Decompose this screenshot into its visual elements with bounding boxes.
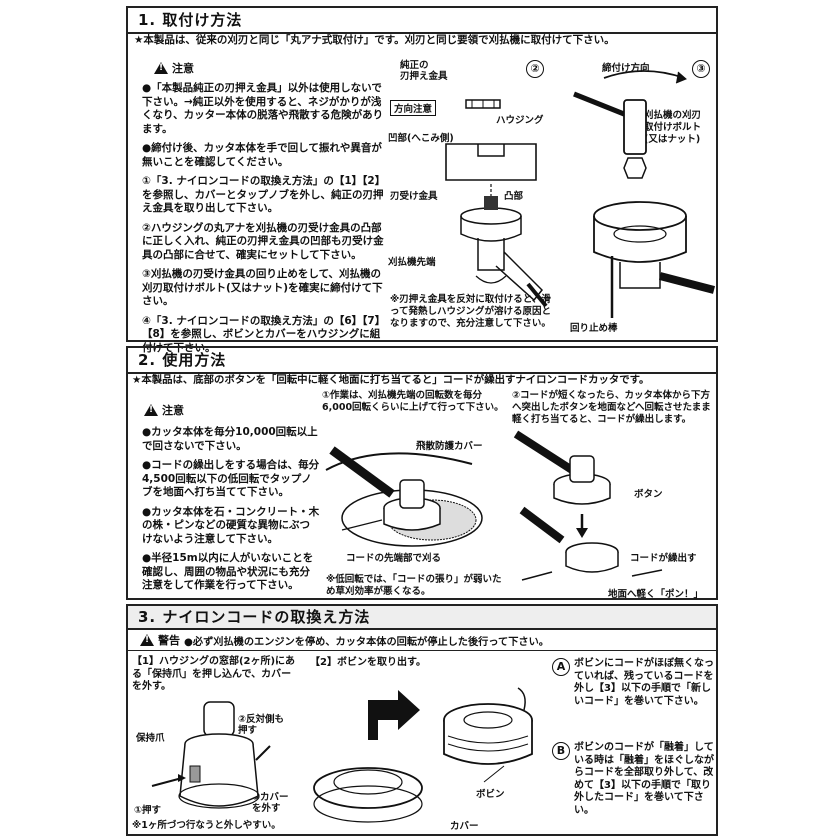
diagram-3-drawing — [573, 70, 716, 318]
replace-step-1-drawing — [151, 701, 271, 809]
replace-step-2-drawing — [313, 687, 533, 823]
caution-text-1: ●「本製品純正の刃押え金具」以外は使用しないで下さい。→純正以外を使用すると、ネ… — [142, 82, 384, 135]
label-push: ①押す — [134, 805, 162, 816]
replace-step-1: 【1】ハウジングの窓部(2ヶ所)にある「保持爪」を押し込んで、カバーを外す。 保… — [130, 654, 302, 834]
section-1-caution: 注意 ●「本製品純正の刃押え金具」以外は使用しないで下さい。→純正以外を使用する… — [142, 60, 390, 361]
section-1-intro: ★本製品は、従来の刈刃と同じ「丸アナ式取付け」です。刈刃と同じ要領で刈払機に取付… — [134, 34, 615, 46]
diagram-3-number: ③ — [692, 60, 710, 78]
label-hauke: 刃受け金具 — [390, 191, 438, 202]
option-a-mark: A — [552, 658, 570, 676]
step-3-text: ③刈払機の刃受け金具の回り止めをして、刈払機の刈刃取付けボルト(又はナット)を確… — [142, 268, 383, 307]
section-3-divider — [128, 650, 716, 651]
label-protect-cover: 飛散防護カバー — [416, 441, 483, 452]
warning-triangle-icon — [154, 62, 168, 74]
label-sentan: 刈払機先端 — [388, 257, 436, 268]
label-tighten-direction: 締付け方向 — [602, 63, 650, 74]
diagram-3: 締付け方向 ③ 刈払機の刈刃 取付けボルト (又はナット) 回り止め棒 — [564, 56, 716, 340]
section-3-warning: 警告 ●必ず刈払機のエンジンを停め、カッタ本体の回転が停止した後行って下さい。 — [140, 632, 549, 648]
section-2: 2. 使用方法 ★本製品は、底部のボタンを「回転中に軽く地面に打ち当てると」コー… — [126, 346, 718, 600]
warning-label: 警告 — [158, 634, 180, 647]
option-b-mark: B — [552, 742, 570, 760]
usage-caution-3: ●カッタ本体を石・コンクリート・木の株・ピンなどの硬質な異物にぶつけないよう注意… — [142, 505, 320, 545]
usage-figure-1-note: ※低回転では、「コードの張り」が弱いため草刈効率が悪くなる。 — [326, 574, 502, 597]
diagram-2: ② 純正の 刃押え金具 方向注意 ハウジング 凹部(へこみ側) 刃受け金具 凸部… — [386, 56, 562, 340]
label-direction-caution: 方向注意 — [390, 100, 437, 116]
label-pin: 回り止め棒 — [570, 323, 618, 334]
section-2-caution: 注意 ●カッタ本体を毎分10,000回転以上で回さないで下さい。 ●コードの繰出… — [142, 402, 320, 599]
warning-text: ●必ず刈払機のエンジンを停め、カッタ本体の回転が停止した後行って下さい。 — [184, 636, 549, 648]
warning-triangle-icon — [140, 634, 154, 646]
usage-caution-4: ●半径15m以内に人がいないことを確認し、周囲の物品や状況にも充分注意をして作業… — [142, 552, 314, 591]
option-b-text: ボビンのコードが「融着」している時は「融着」をほぐしながらコードを全部取り外して… — [574, 742, 714, 816]
step-1-text: ①「3. ナイロンコードの取換え方法」の【1】【2】を参照し、カバーとタップノブ… — [142, 175, 386, 214]
label-cut-tip: コードの先端部で刈る — [346, 553, 442, 564]
caution-header-2: 注意 — [144, 402, 320, 418]
usage-figure-1-drawing — [325, 446, 483, 547]
usage-figure-2-drawing — [513, 430, 663, 581]
option-a: A ボビンにコードがほぼ無くなっていれば、残っているコードを外し【3】以下の手順… — [552, 658, 716, 708]
section-1: 1. 取付け方法 ★本製品は、従来の刈刃と同じ「丸アナ式取付け」です。刈刃と同じ… — [126, 6, 718, 354]
usage-figure-2: ②コードが短くなったら、カッタ本体から下方へ突出したボタンを地面などへ回転させた… — [512, 390, 716, 600]
step-4-text: ④「3. ナイロンコードの取換え方法」の【6】【7】【8】を参照し、ボビンとカバ… — [142, 314, 386, 354]
usage-figure-2-text: ②コードが短くなったら、カッタ本体から下方へ突出したボタンを地面などへ回転させた… — [512, 390, 711, 425]
diagram-2-note: ※刃押え金具を反対に取付けると、滑って発熱しハウジングが溶ける原因となりますので… — [390, 294, 552, 329]
step-2-text: ②ハウジングの丸アナを刈払機の刃受け金具の凸部に正しく入れ、純正の刃押え金具の凹… — [142, 221, 384, 261]
replace-step-1-text: 【1】ハウジングの窓部(2ヶ所)にある「保持爪」を押し込んで、カバーを外す。 — [132, 656, 296, 692]
label-claw: 保持爪 — [136, 733, 165, 744]
label-kobu: 凹部(へこみ側) — [388, 133, 454, 144]
diagram-2-number: ② — [526, 60, 544, 78]
label-cover-3: カバー — [450, 821, 479, 832]
option-a-text: ボビンにコードがほぼ無くなっていれば、残っているコードを外し【3】以下の手順で「… — [574, 658, 714, 707]
replace-step-1-note: ※1ヶ所づつ行なうと外しやすい。 — [132, 820, 281, 831]
label-push-other-side: ②反対側も 押す — [238, 714, 285, 736]
option-b: B ボビンのコードが「融着」している時は「融着」をほぐしながらコードを全部取り外… — [552, 742, 716, 817]
replace-step-2: 【2】ボビンを取り出す。 ボビン カバー — [308, 654, 544, 834]
caution-label: 注意 — [172, 62, 194, 75]
section-3-title: 3. ナイロンコードの取換え方法 — [128, 606, 716, 630]
section-2-intro: ★本製品は、底部のボタンを「回転中に軽く地面に打ち当てると」コードが繰出すナイロ… — [132, 374, 650, 386]
label-toppu: 凸部 — [504, 191, 524, 202]
label-housing: ハウジング — [496, 115, 544, 126]
warning-triangle-icon — [144, 404, 158, 416]
usage-figure-1-text: ①作業は、刈払機先端の回転数を毎分6,000回転くらいに上げて行って下さい。 — [322, 390, 504, 413]
replace-options: A ボビンにコードがほぼ無くなっていれば、残っているコードを外し【3】以下の手順… — [552, 654, 716, 834]
usage-caution-1: ●カッタ本体を毎分10,000回転以上で回さないで下さい。 — [142, 426, 318, 452]
caution-text-2: ●締付け後、カッタ本体を手で回して振れや異音が無いことを確認してください。 — [142, 142, 382, 168]
diagram-2-drawing — [445, 99, 548, 308]
section-3: 3. ナイロンコードの取換え方法 警告 ●必ず刈払機のエンジンを停め、カッタ本体… — [126, 604, 718, 836]
usage-figure-1: ①作業は、刈払機先端の回転数を毎分6,000回転くらいに上げて行って下さい。 飛… — [322, 390, 508, 598]
caution-label-2: 注意 — [162, 404, 184, 417]
usage-caution-2: ●コードの繰出しをする場合は、毎分4,500回転以下の低回転でタップノブを地面へ… — [142, 459, 320, 498]
section-1-title: 1. 取付け方法 — [128, 8, 716, 34]
caution-header: 注意 — [154, 60, 390, 76]
label-bolt: 刈払機の刈刃 取付けボルト (又はナット) — [644, 110, 702, 145]
section-2-title: 2. 使用方法 — [128, 348, 716, 374]
label-cord-out: コードが繰出す — [630, 553, 697, 564]
label-ground-tap: 地面へ軽く「ポン！」 — [608, 589, 704, 600]
label-junsei: 純正の 刃押え金具 — [400, 60, 448, 82]
label-button: ボタン — [634, 489, 663, 500]
replace-step-2-text: 【2】ボビンを取り出す。 — [310, 657, 426, 668]
label-remove-cover: ③カバー を外す — [252, 792, 289, 814]
label-bobbin: ボビン — [476, 789, 505, 800]
